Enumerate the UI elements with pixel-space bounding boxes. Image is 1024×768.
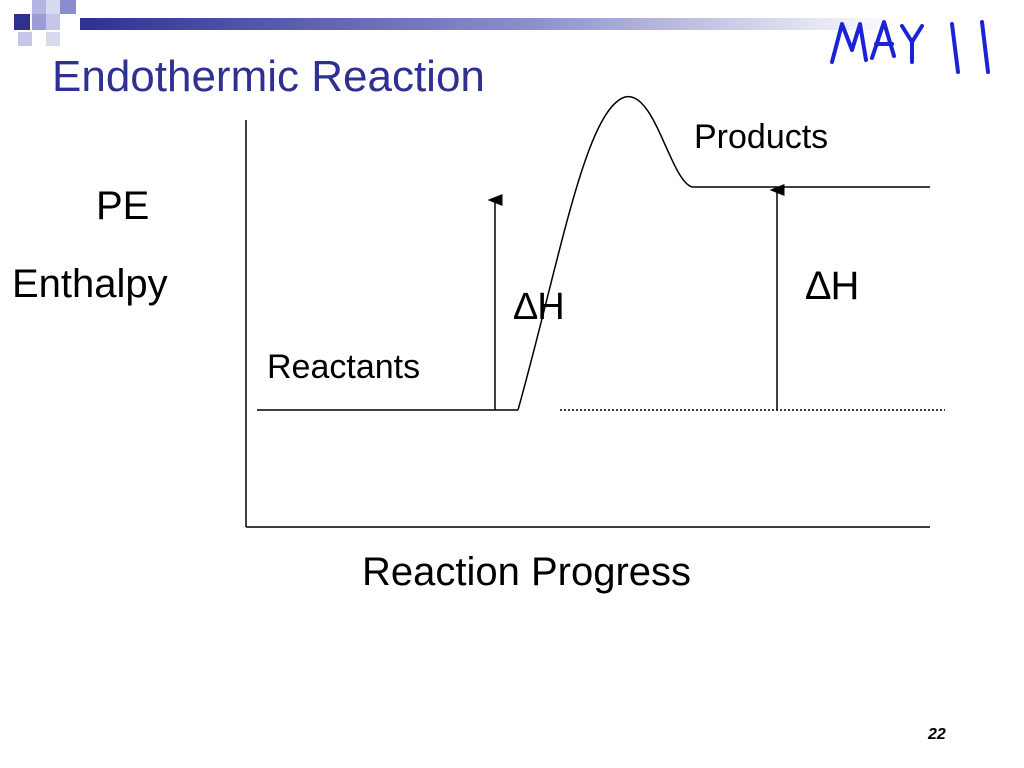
header-decoration bbox=[0, 0, 1024, 46]
header-square bbox=[32, 0, 46, 14]
header-square bbox=[46, 32, 60, 46]
y-axis-label-enthalpy: Enthalpy bbox=[12, 262, 168, 306]
header-square bbox=[46, 14, 60, 30]
header-square bbox=[46, 0, 60, 14]
page-number: 22 bbox=[928, 726, 946, 743]
header-square bbox=[60, 0, 76, 14]
header-square bbox=[14, 14, 30, 30]
header-square bbox=[32, 14, 46, 30]
delta-h-left-label: ∆H bbox=[514, 286, 565, 328]
handwritten-date bbox=[830, 20, 990, 74]
y-axis-label-pe: PE bbox=[96, 184, 150, 228]
delta-h-right-label: ∆H bbox=[806, 264, 860, 308]
header-square bbox=[18, 32, 32, 46]
reaction-curve bbox=[517, 96, 693, 411]
products-label: Products bbox=[694, 118, 829, 156]
slide-title: Endothermic Reaction bbox=[52, 52, 485, 101]
header-bar bbox=[80, 18, 900, 30]
reactants-label: Reactants bbox=[267, 348, 421, 386]
x-axis-label: Reaction Progress bbox=[362, 550, 692, 594]
